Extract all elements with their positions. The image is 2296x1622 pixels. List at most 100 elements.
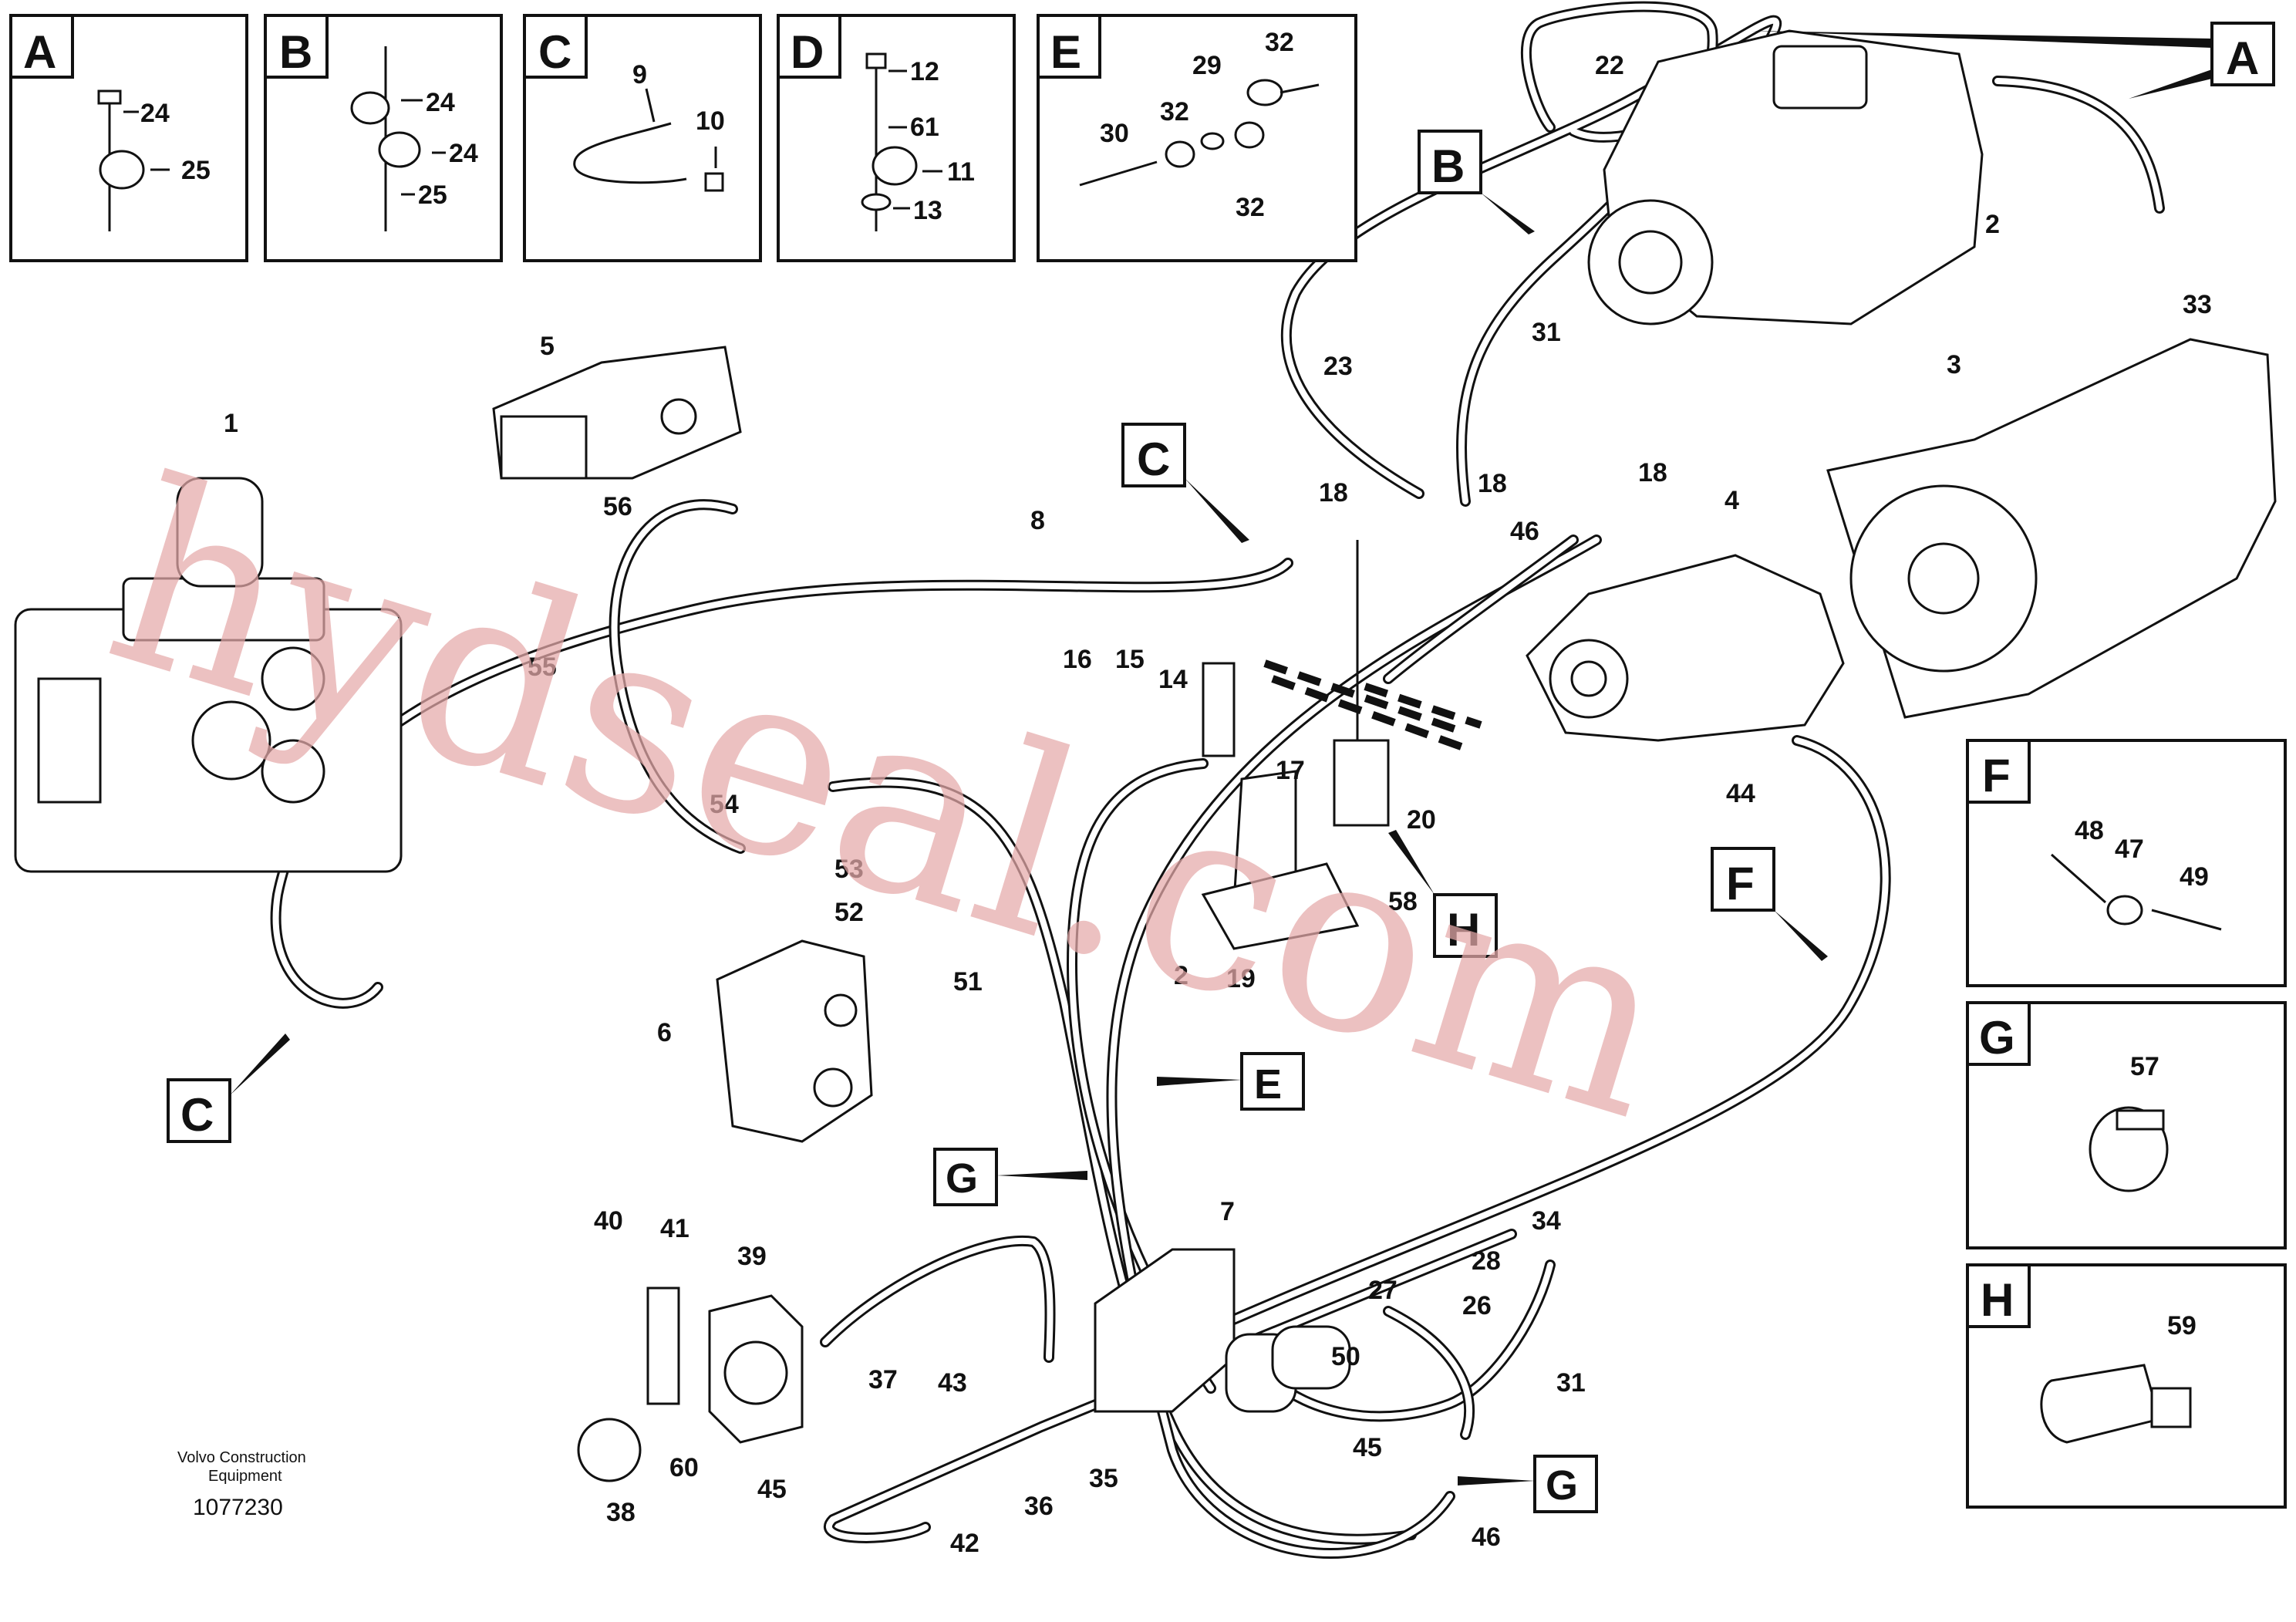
detail-box-d-letter: D bbox=[791, 26, 824, 78]
detail-box-a-label-25: 25 bbox=[181, 156, 211, 185]
svg-text:G: G bbox=[1546, 1462, 1578, 1509]
detail-box-b-letter: B bbox=[279, 26, 312, 78]
svg-text:52: 52 bbox=[834, 898, 864, 927]
svg-text:51: 51 bbox=[953, 967, 983, 996]
svg-text:34: 34 bbox=[1532, 1206, 1561, 1236]
svg-text:36: 36 bbox=[1024, 1492, 1054, 1521]
svg-text:B: B bbox=[1431, 140, 1465, 192]
svg-text:60: 60 bbox=[669, 1453, 699, 1482]
svg-text:F: F bbox=[1726, 858, 1755, 909]
svg-text:56: 56 bbox=[603, 492, 632, 521]
svg-text:18: 18 bbox=[1478, 469, 1507, 498]
detail-box-c: C 9 10 bbox=[523, 14, 762, 262]
svg-text:31: 31 bbox=[1532, 318, 1561, 347]
detail-box-f-letter: F bbox=[1982, 750, 2011, 801]
callout-b: B bbox=[1418, 130, 1535, 234]
component-1-control-valve bbox=[14, 477, 403, 873]
detail-box-b-label-24-a: 24 bbox=[426, 88, 455, 117]
footer: Volvo Construction Equipment 1077230 bbox=[177, 1449, 306, 1520]
detail-box-f-label-49: 49 bbox=[2180, 862, 2209, 892]
svg-text:E: E bbox=[1254, 1061, 1282, 1108]
svg-text:14: 14 bbox=[1158, 665, 1188, 694]
detail-box-d-label-13: 13 bbox=[913, 196, 942, 225]
svg-text:45: 45 bbox=[757, 1475, 787, 1504]
svg-text:18: 18 bbox=[1638, 458, 1667, 487]
component-6-valve bbox=[716, 939, 873, 1143]
svg-text:16: 16 bbox=[1063, 645, 1092, 674]
part-labels: 1 2 2 3 4 5 6 7 8 14 15 16 17 18 18 18 1… bbox=[224, 51, 2212, 1558]
callout-h: H bbox=[1388, 830, 1498, 958]
svg-text:40: 40 bbox=[594, 1206, 623, 1236]
svg-text:33: 33 bbox=[2183, 290, 2212, 319]
detail-box-h-label-59: 59 bbox=[2167, 1311, 2197, 1340]
callout-g-top: G bbox=[933, 1148, 1087, 1206]
detail-box-a: A 24 25 bbox=[9, 14, 248, 262]
svg-text:35: 35 bbox=[1089, 1464, 1118, 1493]
svg-text:26: 26 bbox=[1462, 1291, 1492, 1320]
detail-box-a-letter: A bbox=[23, 26, 56, 78]
svg-text:58: 58 bbox=[1388, 887, 1418, 916]
footer-company-line2: Equipment bbox=[208, 1468, 282, 1485]
component-2-pump bbox=[1587, 29, 1984, 325]
svg-text:C: C bbox=[1137, 433, 1170, 485]
detail-box-d-label-61: 61 bbox=[910, 113, 939, 142]
svg-text:46: 46 bbox=[1510, 517, 1539, 546]
detail-box-b: B 24 24 25 bbox=[264, 14, 503, 262]
detail-box-e-label-32-b: 32 bbox=[1160, 97, 1189, 126]
component-5-valve-block bbox=[492, 346, 742, 480]
svg-text:23: 23 bbox=[1323, 352, 1353, 381]
svg-text:38: 38 bbox=[606, 1498, 636, 1527]
svg-text:43: 43 bbox=[938, 1368, 967, 1398]
svg-text:55: 55 bbox=[528, 653, 557, 682]
callout-g-bottom: G bbox=[1458, 1455, 1598, 1513]
detail-box-b-label-25: 25 bbox=[418, 180, 447, 210]
svg-text:27: 27 bbox=[1368, 1276, 1397, 1305]
detail-box-e-label-30: 30 bbox=[1100, 119, 1129, 148]
svg-text:H: H bbox=[1447, 904, 1480, 956]
callout-f: F bbox=[1711, 847, 1828, 961]
callout-c-bottom: C bbox=[167, 1034, 290, 1143]
svg-text:20: 20 bbox=[1407, 805, 1436, 835]
detail-box-h: H 59 bbox=[1966, 1263, 2287, 1509]
svg-text:46: 46 bbox=[1472, 1523, 1501, 1552]
svg-text:A: A bbox=[2226, 32, 2259, 84]
svg-text:8: 8 bbox=[1030, 506, 1045, 535]
component-4-pump bbox=[1526, 554, 1845, 742]
svg-text:54: 54 bbox=[710, 790, 739, 819]
callout-e: E bbox=[1157, 1052, 1305, 1111]
svg-text:7: 7 bbox=[1220, 1197, 1235, 1226]
detail-box-f-label-47: 47 bbox=[2115, 835, 2144, 864]
callout-a: A bbox=[1751, 22, 2275, 99]
detail-box-g-label-57: 57 bbox=[2130, 1052, 2159, 1081]
svg-text:28: 28 bbox=[1472, 1246, 1501, 1276]
callout-c-top: C bbox=[1121, 423, 1249, 543]
svg-text:44: 44 bbox=[1726, 779, 1755, 808]
svg-text:15: 15 bbox=[1115, 645, 1145, 674]
detail-box-e-letter: E bbox=[1050, 26, 1081, 78]
detail-box-d-label-11: 11 bbox=[947, 157, 975, 187]
component-17-block bbox=[1201, 662, 1390, 950]
svg-text:31: 31 bbox=[1556, 1368, 1586, 1398]
svg-text:53: 53 bbox=[834, 855, 864, 884]
footer-company: Volvo Construction bbox=[177, 1449, 306, 1466]
svg-text:37: 37 bbox=[868, 1365, 898, 1394]
svg-text:C: C bbox=[180, 1089, 214, 1141]
detail-box-b-label-24-b: 24 bbox=[449, 139, 478, 168]
detail-box-c-letter: C bbox=[538, 26, 571, 78]
component-3-pump bbox=[1826, 338, 2277, 719]
svg-text:18: 18 bbox=[1319, 478, 1348, 508]
detail-box-e: E 32 29 32 30 32 bbox=[1037, 14, 1357, 262]
svg-text:3: 3 bbox=[1947, 350, 1961, 379]
svg-text:G: G bbox=[946, 1155, 978, 1202]
svg-text:2: 2 bbox=[1985, 210, 2000, 239]
svg-text:45: 45 bbox=[1353, 1433, 1382, 1462]
component-7-block bbox=[1094, 1248, 1351, 1413]
component-39-block bbox=[577, 1286, 804, 1482]
svg-text:19: 19 bbox=[1226, 964, 1256, 993]
footer-number: 1077230 bbox=[193, 1495, 283, 1520]
svg-text:5: 5 bbox=[540, 332, 555, 361]
svg-text:41: 41 bbox=[660, 1214, 689, 1243]
svg-text:2: 2 bbox=[1174, 961, 1188, 990]
detail-box-e-label-29: 29 bbox=[1192, 51, 1222, 80]
